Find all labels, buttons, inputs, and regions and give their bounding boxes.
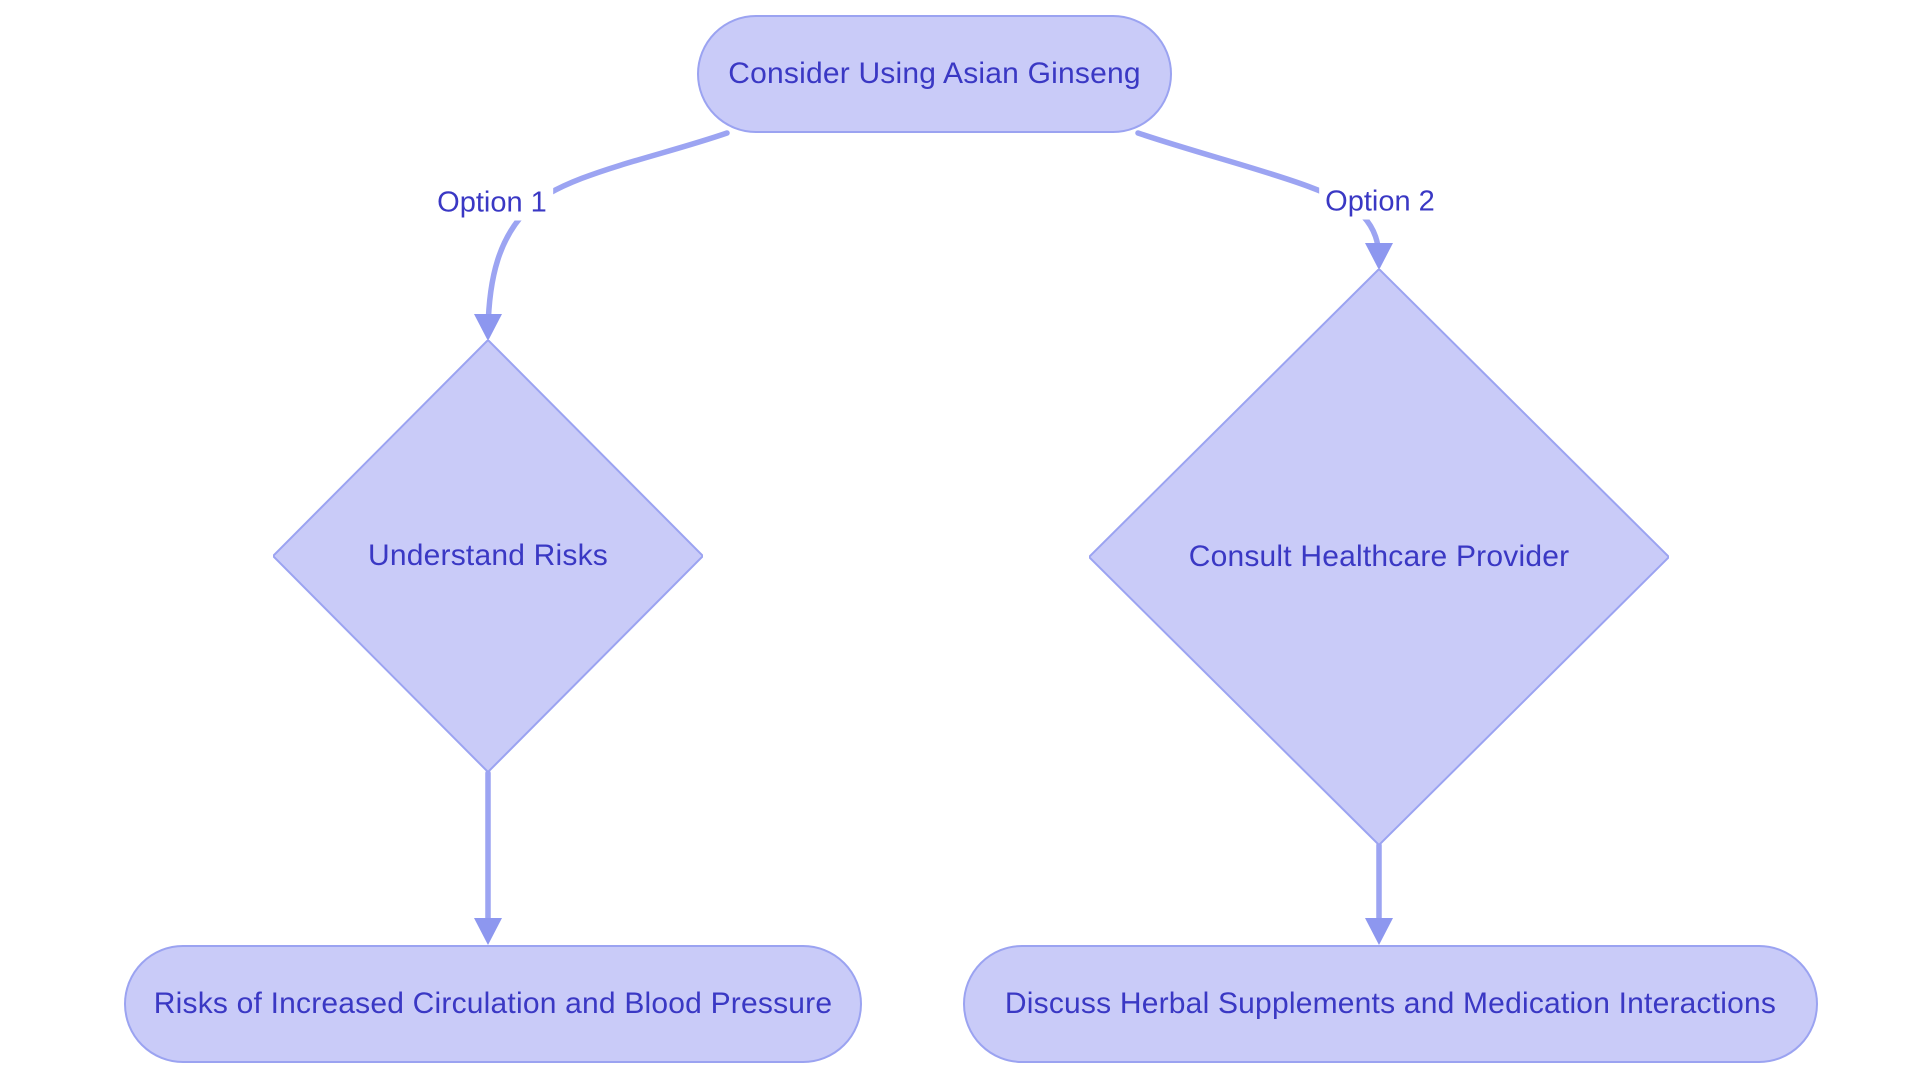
arrowhead-consult-provider-icon xyxy=(1365,243,1393,270)
node-consider-using-asian-ginseng: Consider Using Asian Ginseng xyxy=(697,15,1172,133)
node-consult-healthcare-provider: Consult Healthcare Provider xyxy=(1089,269,1669,845)
node-understand-risks: Understand Risks xyxy=(273,340,703,772)
node-label: Risks of Increased Circulation and Blood… xyxy=(153,987,833,1020)
diamond-shape-icon xyxy=(273,340,703,772)
arrowhead-understand-risks-icon xyxy=(474,314,502,341)
node-risks-of-increased-circulation: Risks of Increased Circulation and Blood… xyxy=(124,945,862,1063)
arrowhead-discuss-outcome-icon xyxy=(1365,918,1393,945)
edge-start-to-understand-risks xyxy=(485,130,730,333)
diamond-shape-icon xyxy=(1089,269,1669,845)
edge-label-option-1: Option 1 xyxy=(431,185,553,221)
node-label: Understand Risks xyxy=(368,539,608,572)
arrowhead-risks-outcome-icon xyxy=(474,918,502,945)
node-discuss-herbal-supplements: Discuss Herbal Supplements and Medicatio… xyxy=(963,945,1818,1063)
node-label: Consider Using Asian Ginseng xyxy=(728,57,1141,90)
edge-label-option-2: Option 2 xyxy=(1319,184,1441,220)
node-label: Discuss Herbal Supplements and Medicatio… xyxy=(1004,987,1777,1020)
node-label: Consult Healthcare Provider xyxy=(1188,540,1570,573)
